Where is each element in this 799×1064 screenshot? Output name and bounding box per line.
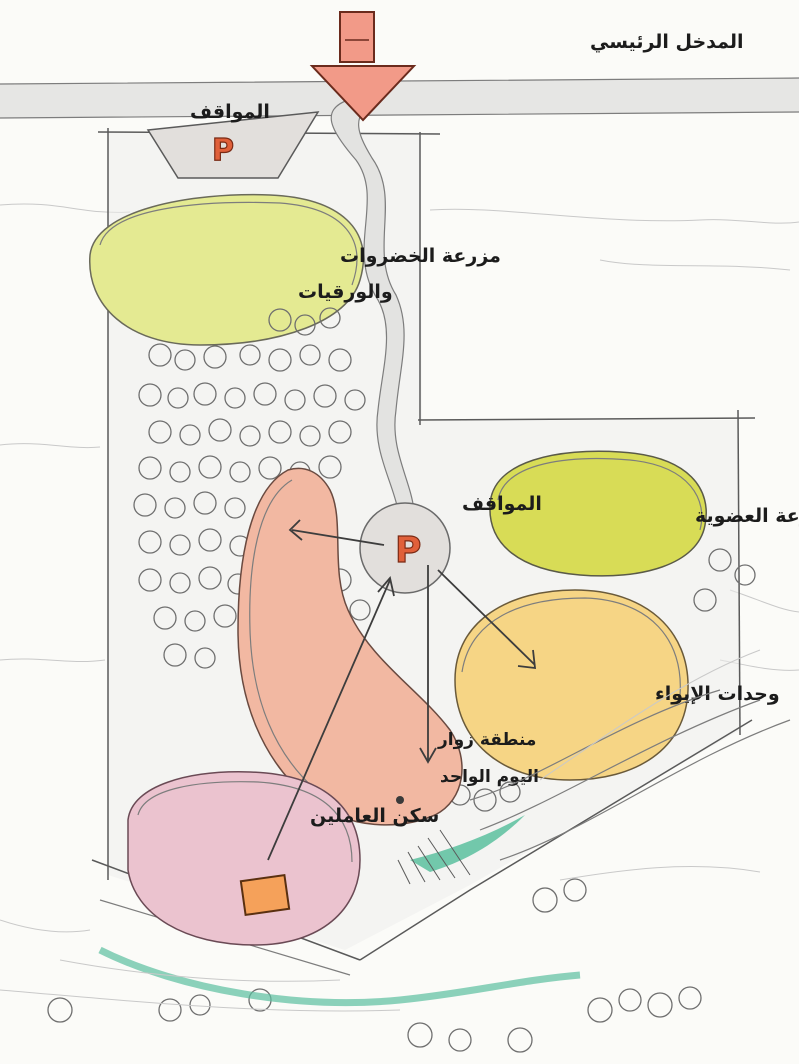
parking-center-label: المواقف: [462, 493, 542, 515]
workers-housing-building: [241, 875, 289, 915]
day-visitors-label-1: منطقة زوار: [437, 730, 536, 750]
parking-center-symbol: P: [395, 530, 421, 571]
vegetable-farm-label-1: مزرعة الخضروات: [340, 245, 501, 267]
parking-top-label: المواقف: [190, 101, 270, 123]
main-road: [0, 78, 799, 118]
workers-housing-zone: [128, 772, 360, 945]
workers-housing-label: سكن العاملين: [310, 805, 439, 827]
accommodation-zone: [455, 590, 688, 780]
day-visitors-marker: [396, 796, 404, 804]
organic-farm-label: المزرعة العضوية: [695, 505, 799, 527]
parking-top-symbol: P: [212, 133, 234, 168]
main-entrance-label: المدخل الرئيسي: [590, 31, 744, 53]
accommodation-label: وحدات الإيواء: [655, 683, 780, 705]
parking-center: P: [360, 503, 450, 593]
day-visitors-label-2: اليوم الواحد: [440, 767, 539, 787]
vegetable-farm-label-2: والورقيات: [298, 281, 393, 303]
